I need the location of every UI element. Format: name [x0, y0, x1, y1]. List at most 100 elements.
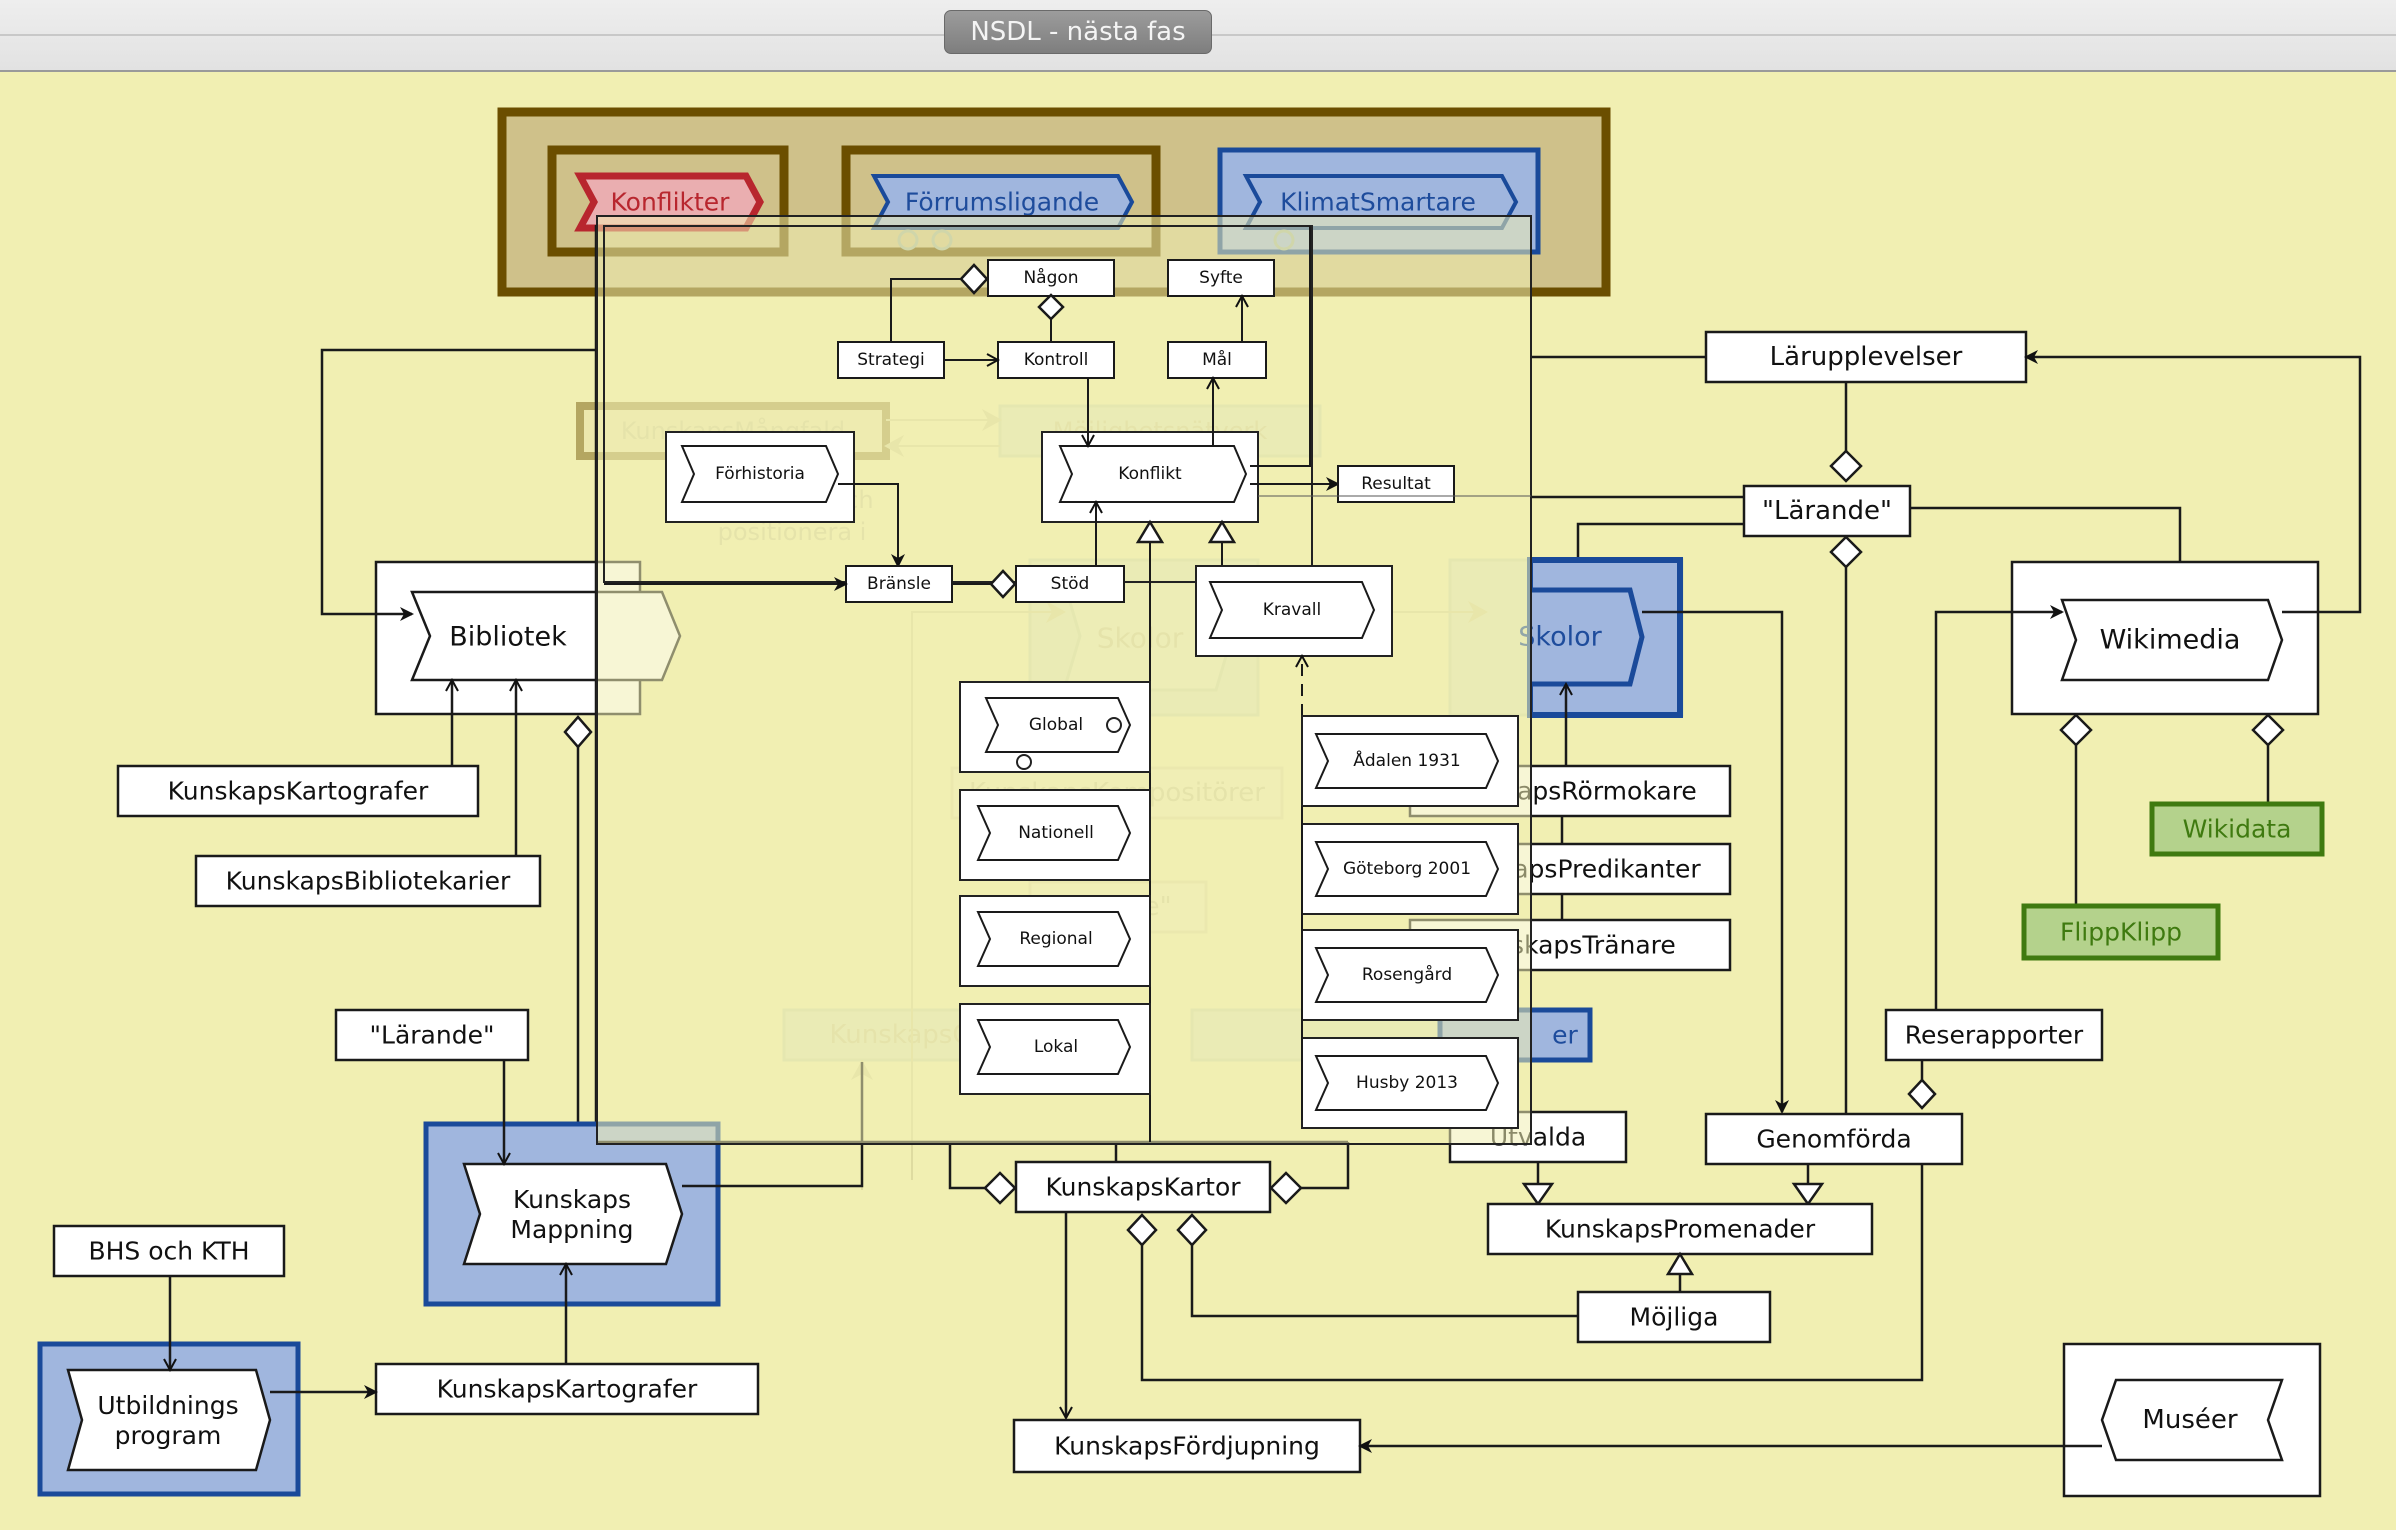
adalen-process-shape: [1314, 733, 1500, 789]
kunskapskartor-box-label: KunskapsKartor: [1045, 1173, 1241, 1202]
wikidata-box-label: Wikidata: [2183, 815, 2292, 844]
connector: [1934, 605, 2064, 1010]
kunskapskartor-box-rect: [1014, 1160, 1272, 1214]
larande-right-box-label: "Lärande": [1762, 496, 1892, 526]
kunskapskartografer2-box-label: KunskapsKartografer: [437, 1375, 698, 1404]
larande-left-box-rect: [334, 1008, 530, 1062]
strategi-box-label: Strategi: [857, 350, 925, 370]
connector: [320, 348, 596, 621]
aggregation-diamond-icon: [2059, 713, 2093, 747]
aggregation-diamond-icon: [1176, 1213, 1208, 1247]
bransle-box[interactable]: Bränsle: [845, 565, 953, 603]
kunskapsbibliotekarier-box[interactable]: KunskapsBibliotekarier: [194, 854, 542, 908]
top-group-label: Förrumsligande: [905, 188, 1099, 217]
stod-box-label: Stöd: [1051, 574, 1090, 594]
stod-box[interactable]: Stöd: [1015, 565, 1125, 603]
genomforda-box-rect: [1704, 1112, 1964, 1166]
aggregation-diamond-icon: [2251, 713, 2285, 747]
husby-process-shape: [1314, 1055, 1500, 1111]
kunskapskartografer2-box[interactable]: KunskapsKartografer: [374, 1362, 760, 1416]
aggregation-diamond-icon: [959, 263, 989, 295]
inheritance-triangle-icon: [1665, 1251, 1695, 1276]
nagon-box-rect: [987, 259, 1115, 297]
kunskapspromenader-box[interactable]: KunskapsPromenader: [1486, 1202, 1874, 1256]
rosengard-label: Rosengård: [1362, 964, 1452, 985]
lokal-node[interactable]: Lokal: [959, 1003, 1151, 1095]
regional-node[interactable]: Regional: [959, 895, 1151, 987]
kontroll-box-label: Kontroll: [1024, 350, 1089, 370]
overlay-inner-frame: [603, 225, 1313, 583]
kunskapskartografer-box[interactable]: KunskapsKartografer: [116, 764, 480, 818]
larande-right-box[interactable]: "Lärande": [1742, 484, 1912, 538]
reserapporter-box-rect: [1884, 1008, 2104, 1062]
connector: [1250, 226, 1311, 467]
aggregation-diamond-icon: [563, 715, 593, 749]
nagon-box[interactable]: Någon: [987, 259, 1115, 297]
larande-left-box[interactable]: "Lärande": [334, 1008, 530, 1062]
goteborg-node[interactable]: Göteborg 2001: [1301, 823, 1519, 915]
larupplevelser-box[interactable]: Lärupplevelser: [1704, 330, 2028, 384]
strategi-box[interactable]: Strategi: [837, 341, 945, 379]
global-process-shape: [984, 697, 1132, 753]
diagram-svg[interactable]: KonflikterFörrumsligandeKlimatSmartareKu…: [0, 72, 2396, 1526]
syfte-box-rect: [1167, 259, 1275, 297]
mojliga-box[interactable]: Möjliga: [1576, 1290, 1772, 1344]
lokal-process-shape: [976, 1019, 1132, 1075]
syfte-box[interactable]: Syfte: [1167, 259, 1275, 297]
reserapporter-box[interactable]: Reserapporter: [1884, 1008, 2104, 1062]
nationell-node[interactable]: Nationell: [959, 789, 1151, 881]
goteborg-process-shape: [1314, 841, 1500, 897]
kunskapspromenader-box-label: KunskapsPromenader: [1545, 1215, 1816, 1244]
kontroll-box-rect: [997, 341, 1115, 379]
mojliga-box-rect: [1576, 1290, 1772, 1344]
diagram-canvas[interactable]: KonflikterFörrumsligandeKlimatSmartareKu…: [0, 72, 2396, 1526]
kunskapsfordjupning-box[interactable]: KunskapsFördjupning: [1012, 1418, 1362, 1474]
connector: [2024, 350, 2362, 614]
museer-process-shape: [2100, 1378, 2284, 1462]
connector: [1140, 1164, 1924, 1382]
genomforda-box-label: Genomförda: [1756, 1125, 1911, 1154]
kunskapsmappning-process-shape: [462, 1162, 684, 1266]
connector: [838, 483, 905, 568]
kontroll-box[interactable]: Kontroll: [997, 341, 1115, 379]
larande-left-box-label: "Lärande": [370, 1021, 495, 1050]
forhistoria-process-shape: [680, 445, 840, 503]
nationell-process-shape: [976, 805, 1132, 861]
mal-box[interactable]: Mål: [1167, 341, 1267, 379]
larupplevelser-box-rect: [1704, 330, 2028, 384]
nagon-box-label: Någon: [1023, 267, 1078, 288]
rosengard-process-shape: [1314, 947, 1500, 1003]
regional-label: Regional: [1019, 929, 1092, 949]
inheritance-triangle-icon: [1791, 1182, 1825, 1207]
husby-node[interactable]: Husby 2013: [1301, 1037, 1519, 1129]
adalen-node[interactable]: Ådalen 1931: [1301, 715, 1519, 807]
kravall-label: Kravall: [1263, 600, 1321, 620]
bhs-och-kth-box-rect: [52, 1224, 286, 1278]
wikidata-box[interactable]: Wikidata: [2149, 801, 2325, 857]
aggregation-diamond-icon: [1126, 1213, 1158, 1247]
window-titlebar: NSDL - nästa fas: [0, 0, 2396, 72]
rosengard-node[interactable]: Rosengård: [1301, 929, 1519, 1021]
bhs-och-kth-box[interactable]: BHS och KTH: [52, 1224, 286, 1278]
connector: [948, 1142, 985, 1190]
kunskapskartografer-box-rect: [116, 764, 480, 818]
bransle-box-label: Bränsle: [867, 574, 931, 594]
connector: [1300, 1142, 1350, 1190]
connector: [1642, 610, 1789, 1114]
kunskapsbibliotekarier-box-rect: [194, 854, 542, 908]
kunskapskartor-box[interactable]: KunskapsKartor: [1014, 1160, 1272, 1214]
top-group-label: Konflikter: [611, 188, 731, 217]
skolor-process-shape: [1530, 587, 1645, 687]
genomforda-box[interactable]: Genomförda: [1704, 1112, 1964, 1166]
inheritance-triangle-icon: [1521, 1182, 1555, 1207]
flippklipp-box[interactable]: FlippKlipp: [2021, 903, 2221, 961]
port-circle-icon: [1106, 717, 1122, 733]
connector: [890, 278, 960, 342]
regional-process-shape: [976, 911, 1132, 967]
resultat-box-label: Resultat: [1361, 474, 1431, 494]
resultat-box[interactable]: Resultat: [1337, 465, 1455, 503]
forhistoria-label: Förhistoria: [715, 464, 805, 484]
larande-right-box-rect: [1742, 484, 1912, 538]
husby-label: Husby 2013: [1356, 1073, 1458, 1093]
